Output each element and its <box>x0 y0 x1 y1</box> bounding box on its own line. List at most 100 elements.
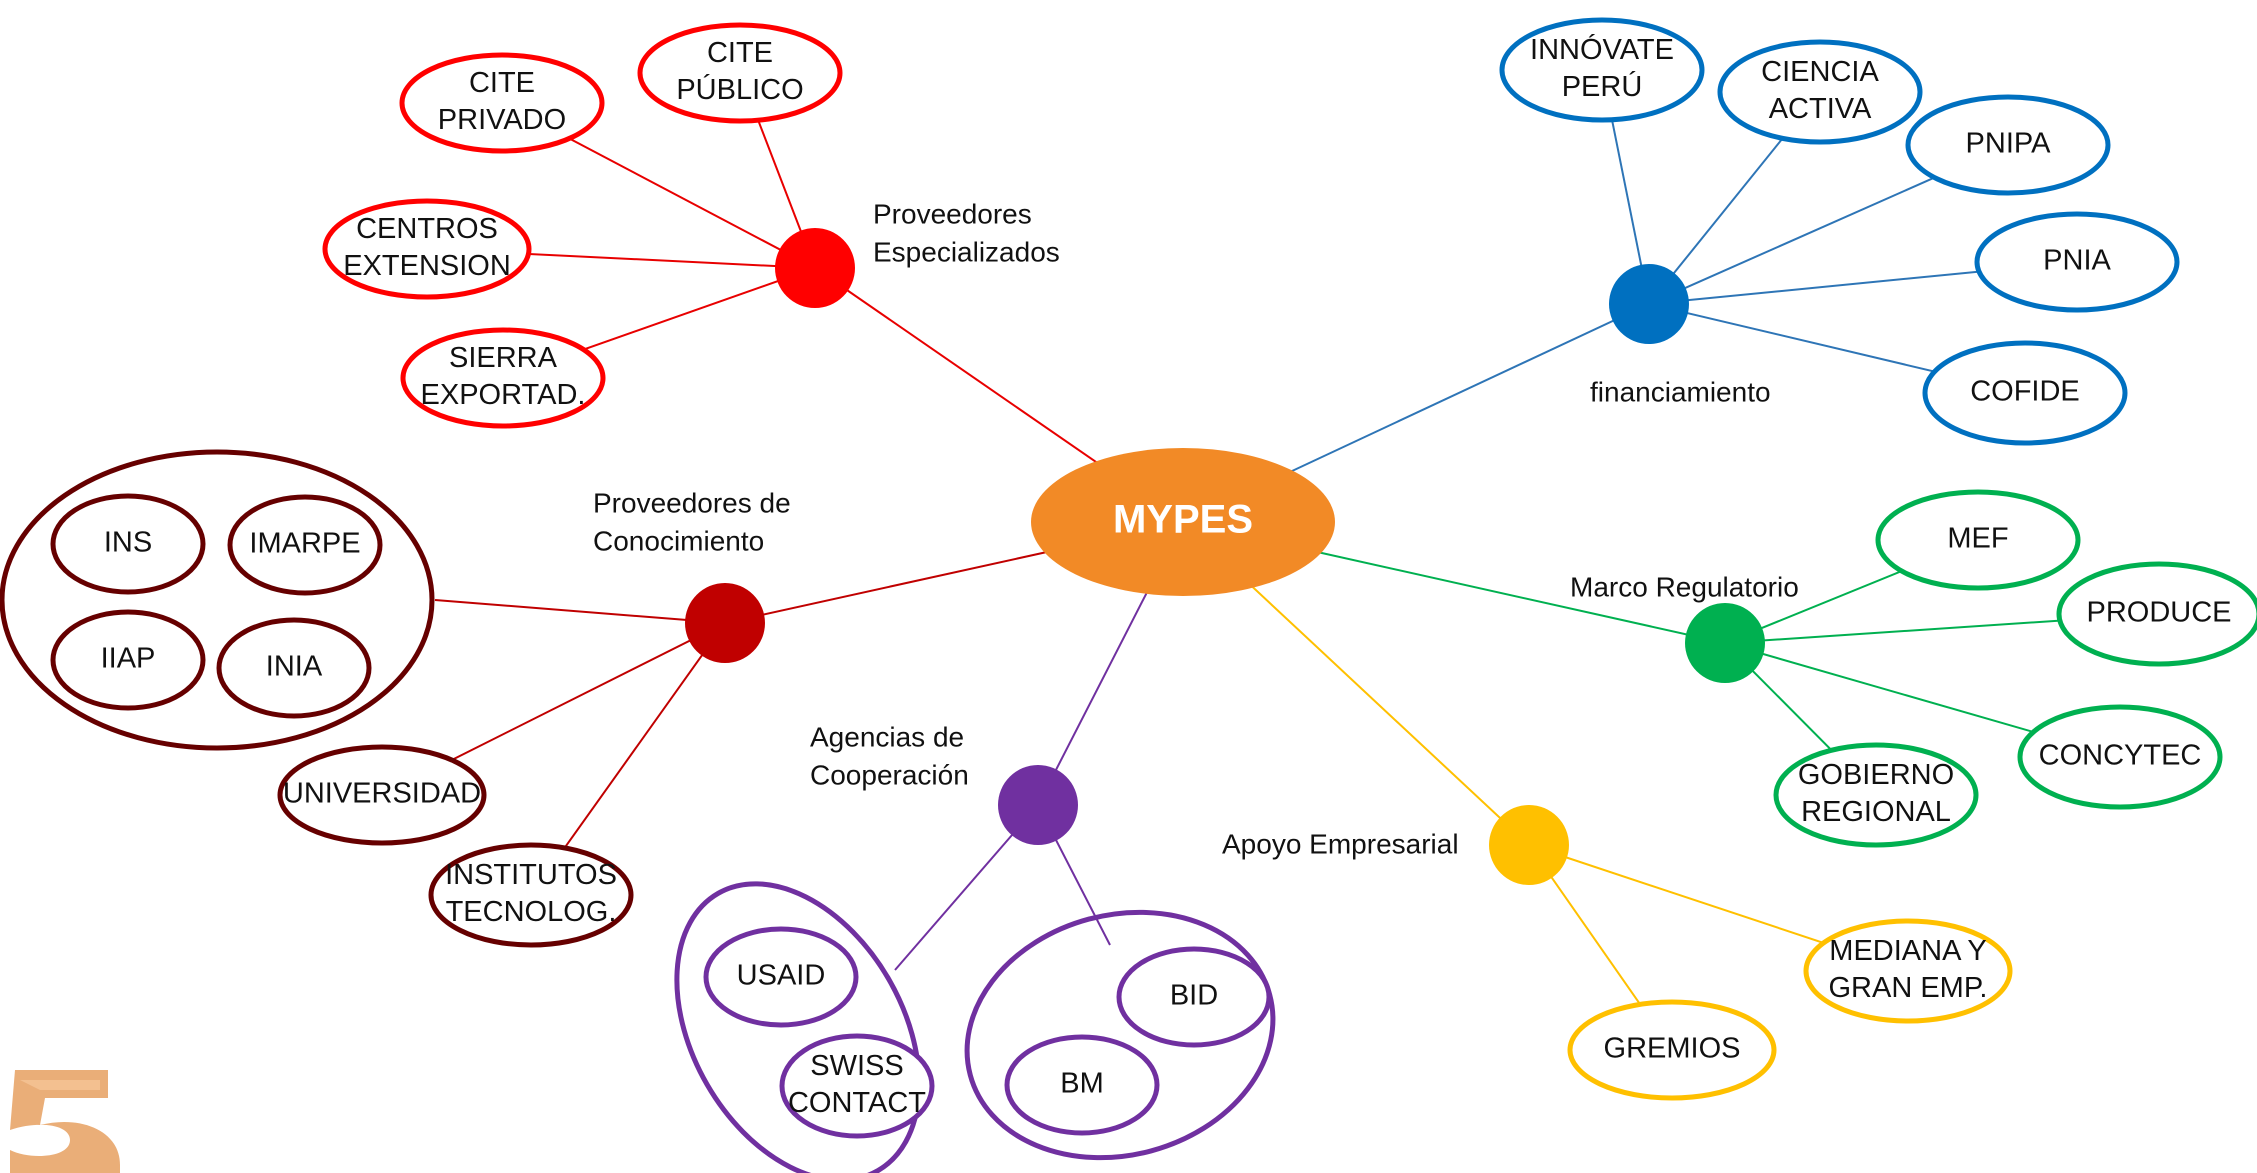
node-label-cite-publico-line-2: PÚBLICO <box>676 73 803 106</box>
node-ellipse-cite-privado <box>399 52 605 154</box>
hub-label-apoyo-empresarial: Apoyo Empresarial <box>1222 828 1459 859</box>
node-label-innovate-peru-line-2: PERÚ <box>1562 70 1643 103</box>
hub-label-agencias-cooperacion-line-2: Cooperación <box>810 759 969 790</box>
node-label-gremios-line-1: GREMIOS <box>1604 1033 1741 1065</box>
node-ellipse-gobierno-regional <box>1773 742 1979 848</box>
node-ellipse-produce <box>2056 561 2257 667</box>
hub-label-proveedores-conocimiento-line-1: Proveedores de <box>593 487 791 518</box>
node-label-ciencia-activa-line-1: CIENCIA <box>1761 56 1879 88</box>
hub-label-proveedores-conocimiento: Proveedores de Conocimiento <box>593 487 791 556</box>
node-label-cofide-line-1: COFIDE <box>1970 376 2080 408</box>
node-ellipse-ciencia-activa <box>1717 39 1923 145</box>
hub-label-proveedores-especializados-line-1: Proveedores <box>873 198 1032 229</box>
node-label-mediana-gran-emp-line-2: GRAN EMP. <box>1828 972 1987 1004</box>
node-label-bid-line-1: BID <box>1170 980 1218 1012</box>
node-produce: PRODUCE <box>2056 561 2257 667</box>
node-label-swiss-contact-line-1: SWISS <box>810 1050 903 1082</box>
node-label-institutos-tecnolog-line-1: INSTITUTOS <box>445 859 617 891</box>
node-iiap: IIAP <box>50 609 206 711</box>
node-concytec: CONCYTEC <box>2017 704 2223 810</box>
node-cofide: COFIDE <box>1922 340 2128 446</box>
node-mediana-gran-emp: MEDIANA Y GRAN EMP. <box>1803 918 2013 1024</box>
node-label-ciencia-activa-line-2: ACTIVA <box>1769 93 1872 125</box>
node-bm: BM <box>1004 1034 1160 1136</box>
node-ellipse-mediana-gran-emp <box>1803 918 2013 1024</box>
node-ellipse-bid <box>1116 946 1272 1048</box>
node-label-iiap-line-1: IIAP <box>101 643 156 675</box>
node-label-centros-extension-line-1: CENTROS <box>356 213 498 245</box>
node-ins: INS <box>50 493 206 595</box>
node-label-swiss-contact-line-2: CONTACT <box>788 1087 926 1119</box>
node-label-institutos-tecnolog-line-2: TECNOLOG. <box>446 896 617 928</box>
node-label-innovate-peru-line-1: INNÓVATE <box>1530 33 1674 66</box>
node-gremios: GREMIOS <box>1567 999 1777 1101</box>
node-label-imarpe-line-1: IMARPE <box>249 528 360 560</box>
slide-number-decoration <box>10 1070 120 1173</box>
node-ellipse-concytec <box>2017 704 2223 810</box>
node-ellipse-gremios <box>1567 999 1777 1101</box>
node-ellipse-bm <box>1004 1034 1160 1136</box>
node-label-mediana-gran-emp-line-1: MEDIANA Y <box>1829 935 1986 967</box>
hub-circle-marco-regulatorio <box>1685 603 1765 683</box>
hub-label-agencias-cooperacion-line-1: Agencias de <box>810 721 964 752</box>
hub-label-proveedores-conocimiento-line-2: Conocimiento <box>593 525 764 556</box>
node-ellipse-innovate-peru <box>1499 17 1705 123</box>
node-ellipse-swiss-contact <box>779 1033 935 1139</box>
hub-circle-proveedores-conocimiento <box>685 583 765 663</box>
node-label-centros-extension-line-2: EXTENSION <box>343 250 511 282</box>
node-ellipse-usaid <box>703 926 859 1028</box>
hub-label-apoyo-empresarial-line-1: Apoyo Empresarial <box>1222 828 1459 859</box>
node-imarpe: IMARPE <box>227 494 383 596</box>
node-mef: MEF <box>1875 489 2081 591</box>
node-label-ins-line-1: INS <box>104 527 152 559</box>
node-ciencia-activa: CIENCIA ACTIVA <box>1717 39 1923 145</box>
hub-circle-proveedores-especializados <box>775 228 855 308</box>
group-ellipse-agencias-cooperacion-1 <box>674 881 922 1173</box>
node-label-universidad-line-1: UNIVERSIDAD <box>283 778 481 810</box>
hub-circle-agencias-cooperacion <box>998 765 1078 845</box>
node-ellipse-centros-extension <box>322 198 532 300</box>
hub-label-agencias-cooperacion: Agencias de Cooperación <box>810 721 969 790</box>
node-ellipse-mef <box>1875 489 2081 591</box>
node-ellipse-universidad <box>277 744 487 846</box>
node-label-cite-privado-line-2: PRIVADO <box>438 104 566 136</box>
node-label-mef-line-1: MEF <box>1947 523 2008 555</box>
hub-circle-apoyo-empresarial <box>1489 805 1569 885</box>
node-label-sierra-exportad-line-2: EXPORTAD. <box>421 379 586 411</box>
node-innovate-peru: INNÓVATE PERÚ <box>1499 17 1705 123</box>
node-label-gobierno-regional-line-2: REGIONAL <box>1801 796 1951 828</box>
connector-proveedores-conocimiento-to-group <box>434 599 726 624</box>
node-centros-extension: CENTROS EXTENSION <box>322 198 532 300</box>
branch-apoyo-empresarial: MEDIANA Y GRAN EMP. GREMIOS Apoyo Empresari… <box>1222 805 2013 1101</box>
hub-circle-financiamiento <box>1609 264 1689 344</box>
hub-label-marco-regulatorio-line-1: Marco Regulatorio <box>1570 571 1799 602</box>
node-ellipse-imarpe <box>227 494 383 596</box>
branch-proveedores-conocimiento: INS IMARPE IIAP INIA UNIVERSIDAD INSTITUTOS TE… <box>0 449 791 948</box>
node-ellipse-pnipa <box>1905 94 2111 196</box>
node-universidad: UNIVERSIDAD <box>277 744 487 846</box>
node-label-pnia-line-1: PNIA <box>2043 245 2111 277</box>
center-ellipse <box>1031 448 1335 596</box>
hub-label-marco-regulatorio: Marco Regulatorio <box>1570 571 1799 602</box>
node-ellipse-cofide <box>1922 340 2128 446</box>
node-inia: INIA <box>216 617 372 719</box>
node-ellipse-sierra-exportad <box>400 327 606 429</box>
node-pnia: PNIA <box>1974 211 2180 313</box>
node-label-usaid-line-1: USAID <box>737 960 826 992</box>
branch-agencias-cooperacion: USAID SWISS CONTACT BID BM Agencias de Coopera… <box>674 721 1276 1173</box>
node-ellipse-cite-publico <box>637 22 843 124</box>
node-label-concytec-line-1: CONCYTEC <box>2039 740 2202 772</box>
node-ellipse-pnia <box>1974 211 2180 313</box>
center-label: MYPES <box>1113 498 1253 542</box>
hub-label-proveedores-especializados-line-2: Especializados <box>873 236 1060 267</box>
node-institutos-tecnolog: INSTITUTOS TECNOLOG. <box>428 842 634 948</box>
